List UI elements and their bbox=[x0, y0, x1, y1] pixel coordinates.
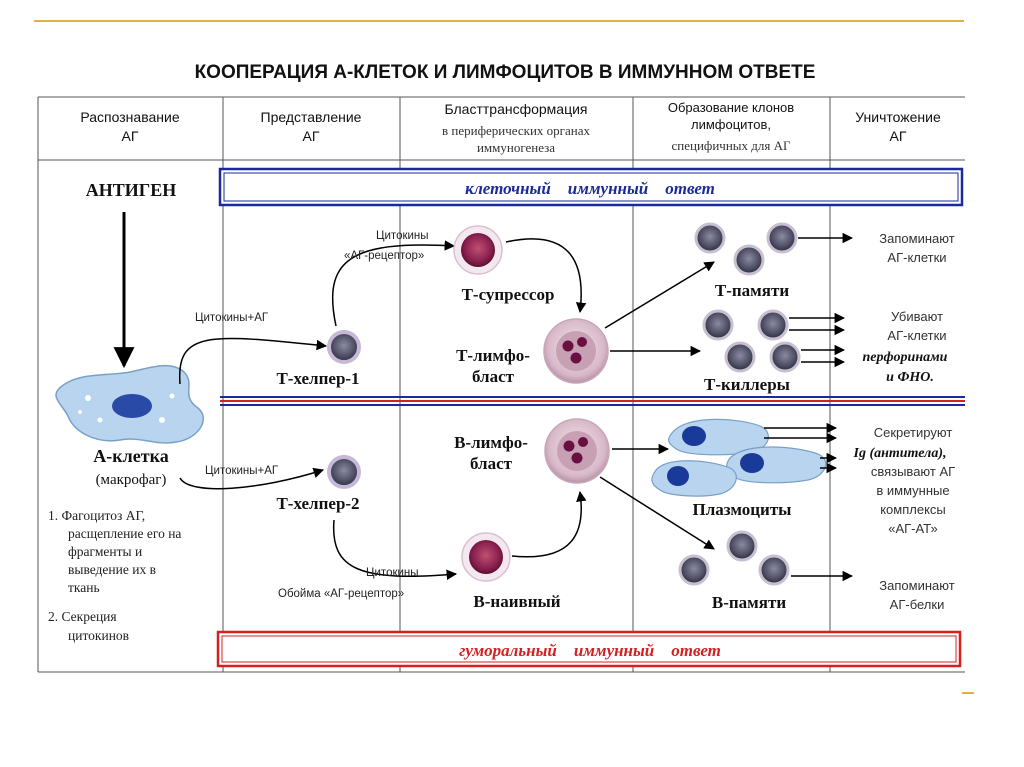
svg-text:Секретируют: Секретируют bbox=[874, 425, 953, 440]
svg-text:и ФНО.: и ФНО. bbox=[886, 370, 934, 385]
arrow-macrophage-to-helper1 bbox=[178, 337, 328, 385]
arrow-macrophage-to-helper2 bbox=[179, 467, 325, 490]
arrow-b-blast-to-b-memory bbox=[599, 476, 715, 550]
svg-text:клеточный иммунный ответ: клеточный иммунный ответ bbox=[465, 179, 715, 198]
t-suppressor-cell bbox=[453, 225, 503, 275]
outcome-kill: Убивают АГ-клетки перфоринами и ФНО. bbox=[863, 309, 948, 385]
label-cage-receptor: Обойма «АГ-рецептор» bbox=[278, 588, 404, 600]
column-header-destruction: Уничтожение АГ bbox=[855, 109, 941, 144]
svg-text:связывают АГ: связывают АГ bbox=[871, 464, 955, 479]
svg-text:Уничтожение: Уничтожение bbox=[855, 109, 941, 125]
svg-text:2. Секреция: 2. Секреция bbox=[48, 609, 117, 624]
t-helper-2-label: Т-хелпер-2 bbox=[276, 494, 359, 513]
t-helper-2-cell bbox=[327, 455, 361, 489]
slide-bottom-rule bbox=[962, 692, 974, 694]
column-header-recognition: Распознавание АГ bbox=[80, 109, 179, 144]
svg-text:«АГ-АТ»: «АГ-АТ» bbox=[888, 521, 938, 536]
t-lymphoblast-label: Т-лимфо- бласт bbox=[456, 346, 530, 386]
t-suppressor-label: Т-супрессор bbox=[462, 285, 555, 304]
arrow-suppressor-to-lymphoblast bbox=[505, 238, 587, 314]
antigen-label: АНТИГЕН bbox=[86, 180, 176, 200]
macrophage-cell bbox=[55, 364, 204, 444]
svg-text:лимфоцитов,: лимфоцитов, bbox=[691, 117, 771, 132]
outcome-secrete: Секретируют Ig (антитела), связывают АГ … bbox=[853, 425, 956, 536]
svg-text:АГ-белки: АГ-белки bbox=[890, 597, 945, 612]
svg-text:Т-лимфо-: Т-лимфо- bbox=[456, 346, 530, 365]
t-helper-1-cell bbox=[327, 330, 361, 364]
svg-text:Запоминают: Запоминают bbox=[879, 578, 954, 593]
humoral-response-band: гуморальный иммунный ответ bbox=[216, 630, 962, 668]
svg-text:ткань: ткань bbox=[68, 580, 100, 595]
t-killers-label: Т-киллеры bbox=[704, 375, 790, 394]
plasmocytes-label: Плазмоциты bbox=[693, 500, 792, 519]
label-cytokines-ag-2: Цитокины+АГ bbox=[205, 465, 279, 477]
column-header-blast-transformation: Бласттрансформация в периферических орга… bbox=[442, 101, 590, 155]
arrows-killers-to-outcome bbox=[789, 312, 846, 368]
a-cell-functions: 1. Фагоцитоз АГ, расщепление его на фраг… bbox=[48, 508, 181, 643]
svg-text:АГ-клетки: АГ-клетки bbox=[887, 328, 946, 343]
t-helper-1-label: Т-хелпер-1 bbox=[276, 369, 359, 388]
arrow-naive-b-to-blast bbox=[511, 490, 587, 558]
outcome-remember-cells: Запоминают АГ-клетки bbox=[879, 231, 954, 265]
svg-text:комплексы: комплексы bbox=[880, 502, 946, 517]
svg-text:иммуногенеза: иммуногенеза bbox=[477, 140, 555, 155]
outcome-remember-proteins: Запоминают АГ-белки bbox=[879, 578, 954, 612]
svg-text:Убивают: Убивают bbox=[891, 309, 943, 324]
svg-text:Представление: Представление bbox=[261, 109, 362, 125]
label-cytokines-ag-1: Цитокины+АГ bbox=[195, 312, 269, 324]
slide-top-rule bbox=[34, 20, 964, 22]
arrow-helper2-to-naive-b bbox=[332, 519, 458, 581]
label-cytokines-top: Цитокины bbox=[376, 230, 429, 242]
column-header-clone-formation: Образование клонов лимфоцитов, специфичн… bbox=[668, 100, 794, 153]
label-cytokines-bottom: Цитокины bbox=[366, 567, 419, 579]
svg-text:выведение их в: выведение их в bbox=[68, 562, 156, 577]
svg-text:гуморальный иммунный отв: гуморальный иммунный ответ bbox=[459, 641, 721, 660]
arrows-plasmocytes-to-outcome bbox=[764, 422, 838, 474]
svg-text:бласт: бласт bbox=[470, 454, 513, 473]
svg-text:АГ: АГ bbox=[122, 128, 139, 144]
svg-text:Распознавание: Распознавание bbox=[80, 109, 179, 125]
svg-text:Образование клонов: Образование клонов bbox=[668, 100, 794, 115]
svg-text:специфичных для АГ: специфичных для АГ bbox=[671, 138, 790, 153]
column-header-presentation: Представление АГ bbox=[261, 109, 362, 144]
b-memory-cells bbox=[678, 530, 790, 586]
response-divider bbox=[220, 396, 965, 406]
svg-text:бласт: бласт bbox=[472, 367, 515, 386]
t-memory-label: Т-памяти bbox=[715, 281, 789, 300]
svg-text:Запоминают: Запоминают bbox=[879, 231, 954, 246]
svg-text:В-лимфо-: В-лимфо- bbox=[454, 433, 528, 452]
svg-text:в периферических органах: в периферических органах bbox=[442, 123, 590, 138]
t-memory-cells bbox=[694, 222, 798, 276]
svg-text:перфоринами: перфоринами bbox=[863, 350, 948, 365]
svg-text:цитокинов: цитокинов bbox=[68, 628, 129, 643]
svg-text:1. Фагоцитоз АГ,: 1. Фагоцитоз АГ, bbox=[48, 508, 145, 523]
plasmocyte-cells bbox=[651, 418, 827, 497]
svg-text:в иммунные: в иммунные bbox=[876, 483, 949, 498]
page-title: КООПЕРАЦИЯ А-КЛЕТОК И ЛИМФОЦИТОВ В ИММУН… bbox=[195, 62, 816, 83]
t-lymphoblast-cell bbox=[543, 318, 609, 384]
arrow-lymphoblast-to-memory bbox=[604, 261, 715, 329]
svg-text:фрагменты и: фрагменты и bbox=[68, 544, 142, 559]
a-cell-label: А-клетка bbox=[93, 446, 168, 466]
b-naive-cell bbox=[461, 532, 511, 582]
svg-text:Ig (антитела),: Ig (антитела), bbox=[853, 446, 947, 461]
svg-text:расщепление его на: расщепление его на bbox=[68, 526, 181, 541]
macrophage-label: (макрофаг) bbox=[96, 472, 167, 488]
b-naive-label: В-наивный bbox=[473, 592, 560, 611]
svg-text:Бласттрансформация: Бласттрансформация bbox=[444, 101, 587, 117]
b-lymphoblast-cell bbox=[544, 418, 610, 484]
arrow-helper1-to-suppressor bbox=[331, 240, 456, 327]
cellular-response-band: клеточный иммунный ответ bbox=[218, 167, 964, 207]
t-killer-cells bbox=[702, 309, 801, 373]
svg-text:АГ-клетки: АГ-клетки bbox=[887, 250, 946, 265]
svg-text:АГ: АГ bbox=[303, 128, 320, 144]
b-lymphoblast-label: В-лимфо- бласт bbox=[454, 433, 528, 473]
svg-text:АГ: АГ bbox=[890, 128, 907, 144]
label-ag-receptor: «АГ-рецептор» bbox=[344, 250, 424, 262]
b-memory-label: В-памяти bbox=[712, 593, 786, 612]
